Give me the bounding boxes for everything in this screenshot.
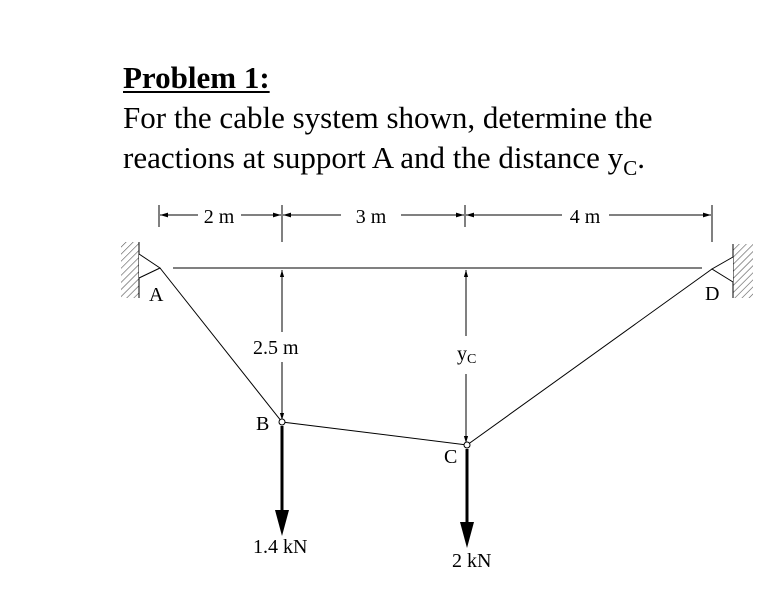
load-b-arrowhead [275, 510, 289, 536]
dim-label-bc: 3 m [356, 206, 387, 228]
support-a-wall [121, 242, 139, 298]
support-d-wall [733, 244, 753, 298]
sag-label-c: yC [457, 343, 476, 367]
cable [159, 267, 713, 446]
problem-line-2: reactions at support A and the distance … [123, 140, 645, 180]
problem-heading: Problem 1: [123, 60, 270, 95]
yc-subscript: C [623, 156, 638, 180]
problem-line-1: For the cable system shown, determine th… [123, 100, 653, 135]
point-label-d: D [705, 283, 719, 305]
load-c-arrowhead [460, 522, 474, 548]
dimension-line [158, 205, 713, 242]
point-label-c: C [444, 446, 457, 468]
load-label-c: 2 kN [452, 550, 491, 572]
point-label-b: B [256, 413, 269, 435]
dim-label-ab: 2 m [204, 206, 235, 228]
node-c [463, 441, 471, 449]
support-a-bracket [138, 253, 162, 279]
load-arrows [275, 426, 474, 548]
sag-label-b: 2.5 m [253, 337, 299, 359]
node-b [278, 418, 286, 426]
load-label-b: 1.4 kN [253, 536, 307, 558]
dim-label-cd: 4 m [570, 206, 601, 228]
support-d [711, 244, 753, 298]
support-d-bracket [711, 256, 734, 283]
point-label-a: A [149, 284, 164, 306]
problem-statement: Problem 1: For the cable system shown, d… [123, 58, 743, 188]
